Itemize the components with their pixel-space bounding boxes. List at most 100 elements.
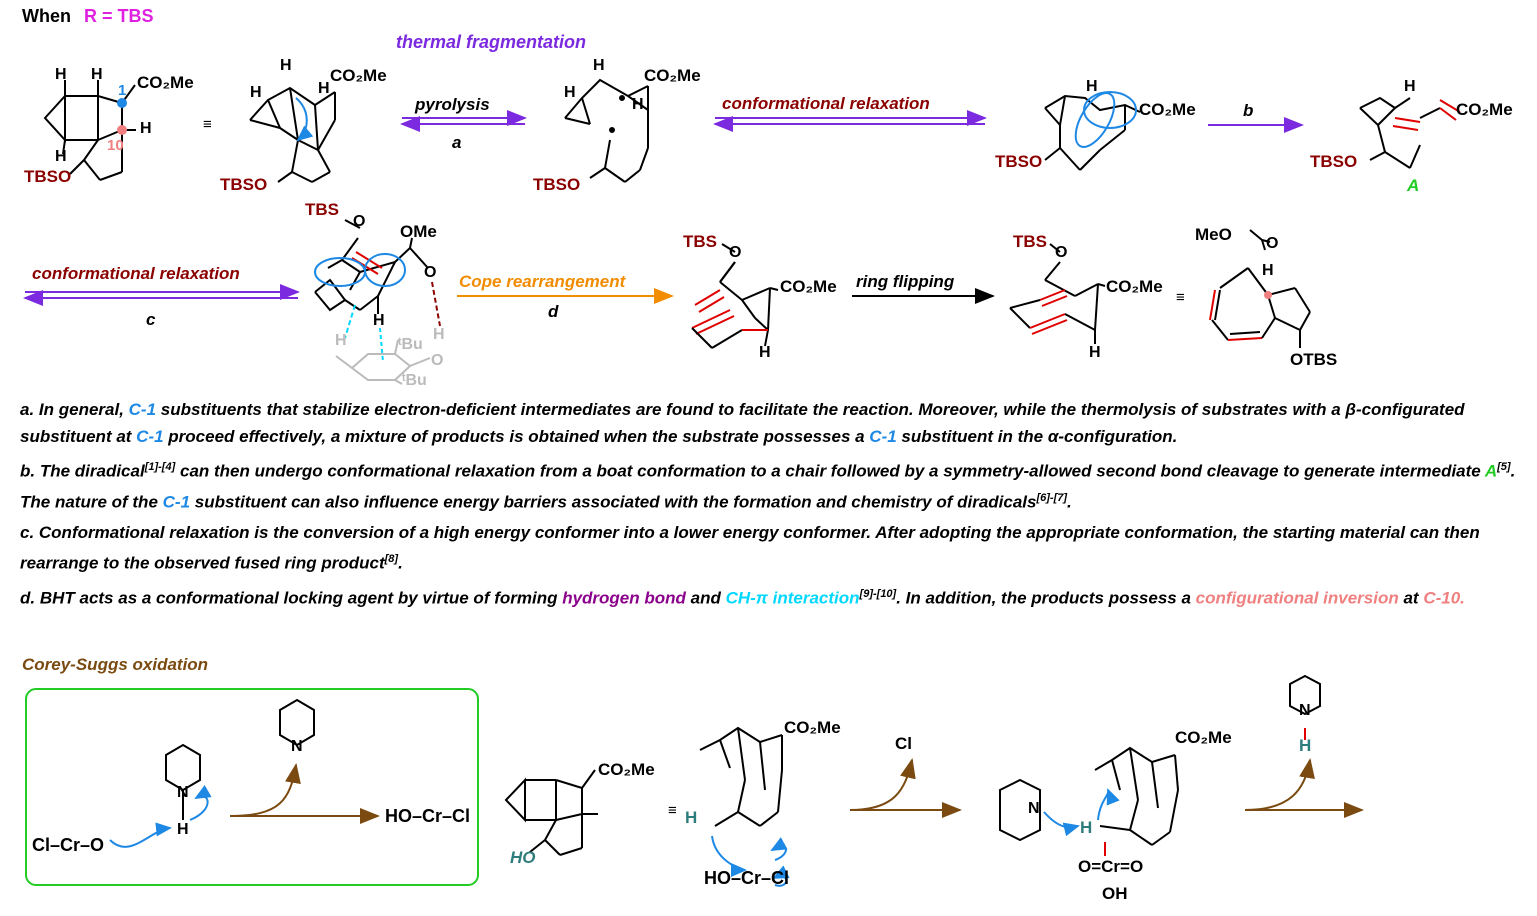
c10-ref: C-10. [1423, 588, 1465, 608]
conformational-relaxation-1-label: conformational relaxation [722, 94, 930, 113]
equiv-sign-1: ≡ [203, 116, 212, 133]
cope-co2me: CO₂Me [780, 277, 837, 296]
cope-product [691, 243, 779, 349]
molecule-3-diradical [564, 78, 649, 183]
mol1-num10: 10 [107, 137, 124, 154]
mol1-h-b: H [91, 66, 103, 83]
ring-flipping-label: ring flipping [856, 272, 955, 291]
step-c-label: c [146, 310, 156, 329]
c1-ref: C-1 [162, 492, 191, 512]
mol2-h-c: H [318, 80, 330, 97]
when-label: When [22, 6, 71, 26]
flip-co2me: CO₂Me [1106, 277, 1163, 296]
pyridine-n-4: N [1299, 702, 1311, 719]
molA-co2me: CO₂Me [1456, 100, 1513, 119]
note-a: a. In general, C-1 substituents that sta… [20, 396, 1530, 450]
step-a-label: a [452, 133, 462, 152]
mol4-tbso: TBSO [995, 152, 1043, 171]
cage3-co2me: CO₂Me [1175, 728, 1232, 747]
mol3-h-c: H [632, 96, 644, 113]
final-o: O [1266, 235, 1279, 252]
ref-9-10: [9]-[10] [859, 587, 897, 600]
r-equals-tbs: R = TBS [84, 6, 154, 26]
mol4-co2me: CO₂Me [1139, 100, 1196, 119]
mol2-tbso: TBSO [220, 175, 268, 194]
substrate-ho: HO [510, 848, 536, 867]
molecule-1-starting-material [43, 80, 136, 181]
corey-structures [109, 698, 380, 848]
bht-o: O [353, 213, 366, 230]
bht-ome: OMe [400, 222, 437, 241]
substrate-co2me: CO₂Me [598, 760, 655, 779]
note-d-text: and [685, 588, 726, 608]
molecule-4-boat [1044, 91, 1141, 171]
hydrogen-bond-term: hydrogen bond [562, 588, 686, 608]
bht-tbu-2: ᵗBu [402, 372, 427, 389]
beta-symbol: β [1345, 400, 1356, 419]
c1-ref: C-1 [869, 427, 897, 446]
cope-o: O [729, 244, 742, 261]
cage2-co2me: CO₂Me [784, 718, 841, 737]
equiv-sign-3: ≡ [668, 802, 677, 819]
bht-carbonyl-o: O [424, 264, 437, 281]
final-meo: MeO [1195, 225, 1232, 244]
note-d-text: d. BHT acts as a conformational locking … [20, 588, 563, 608]
intermediate-A [1359, 96, 1461, 169]
cope-tbs: TBS [683, 232, 717, 251]
corey-suggs-title: Corey-Suggs oxidation [22, 655, 209, 674]
molA-h: H [1404, 78, 1416, 95]
note-c-text: . [398, 553, 403, 573]
cope-rearrangement-label: Cope rearrangement [459, 272, 626, 291]
note-b-text: . [1067, 492, 1072, 512]
bht-tbu-1: ᵗBu [398, 336, 423, 353]
mol1-num1: 1 [118, 82, 127, 99]
note-b: b. The diradical[1]-[4] can then undergo… [20, 454, 1530, 515]
step-d-label: d [548, 302, 559, 321]
cope-h: H [759, 344, 771, 361]
bht-phenol-o: O [431, 352, 444, 369]
footnotes: a. In general, C-1 substituents that sta… [20, 396, 1530, 616]
cage3-o-cr-o: O=Cr=O [1078, 857, 1144, 876]
note-b-text: . The nature of the [20, 461, 1516, 512]
configurational-inversion-term: configurational inversion [1195, 588, 1399, 608]
mol1-co2me: CO₂Me [137, 73, 194, 92]
bht-h1: H [373, 312, 385, 329]
note-b-text: b. The diradical [20, 461, 145, 481]
note-a-text: -configuration. [1058, 427, 1178, 446]
bht-tbs: TBS [305, 200, 339, 219]
mechanism-box [25, 688, 479, 886]
mol3-h-b: H [564, 84, 576, 101]
mol4-h: H [1086, 78, 1098, 95]
mol2-h-b: H [250, 84, 262, 101]
mol2-h-a: H [280, 57, 292, 74]
cage2-h: H [685, 808, 698, 827]
note-a-text: a. In general, [20, 400, 129, 419]
flip-h: H [1089, 344, 1101, 361]
note-a-text: -configurated substituent at [20, 400, 1465, 446]
cage3-oh: OH [1102, 884, 1128, 903]
mol3-tbso: TBSO [533, 175, 581, 194]
c1-ref: C-1 [136, 427, 164, 446]
note-b-text: can then undergo conformational relaxati… [175, 461, 1485, 481]
equiv-sign-2: ≡ [1176, 289, 1185, 306]
cage2-ho-cr-cl: HO–Cr–Cl [704, 868, 790, 888]
pyridine-n-2: N [291, 738, 303, 755]
final-h: H [1262, 262, 1274, 279]
final-otbs: OTBS [1290, 350, 1338, 369]
mol3-h-a: H [593, 57, 605, 74]
mol1-h-c: H [140, 120, 152, 137]
final-product [1209, 229, 1311, 348]
flip-o: O [1055, 244, 1068, 261]
mol1-h-a: H [55, 66, 67, 83]
ref-5: [5] [1497, 461, 1511, 473]
pyridinium-h-1: H [177, 821, 189, 838]
note-a-text: substituent in the [896, 427, 1048, 446]
note-d-text: . In addition, the products possess a [896, 588, 1196, 608]
pyridinium-cage [999, 674, 1321, 856]
molecule-2-cage [249, 86, 336, 183]
chromate-ester-cage [699, 726, 790, 887]
intermediate-a-ref: A [1484, 461, 1498, 481]
molA-tbso: TBSO [1310, 152, 1358, 171]
step-b-label: b [1243, 101, 1254, 120]
